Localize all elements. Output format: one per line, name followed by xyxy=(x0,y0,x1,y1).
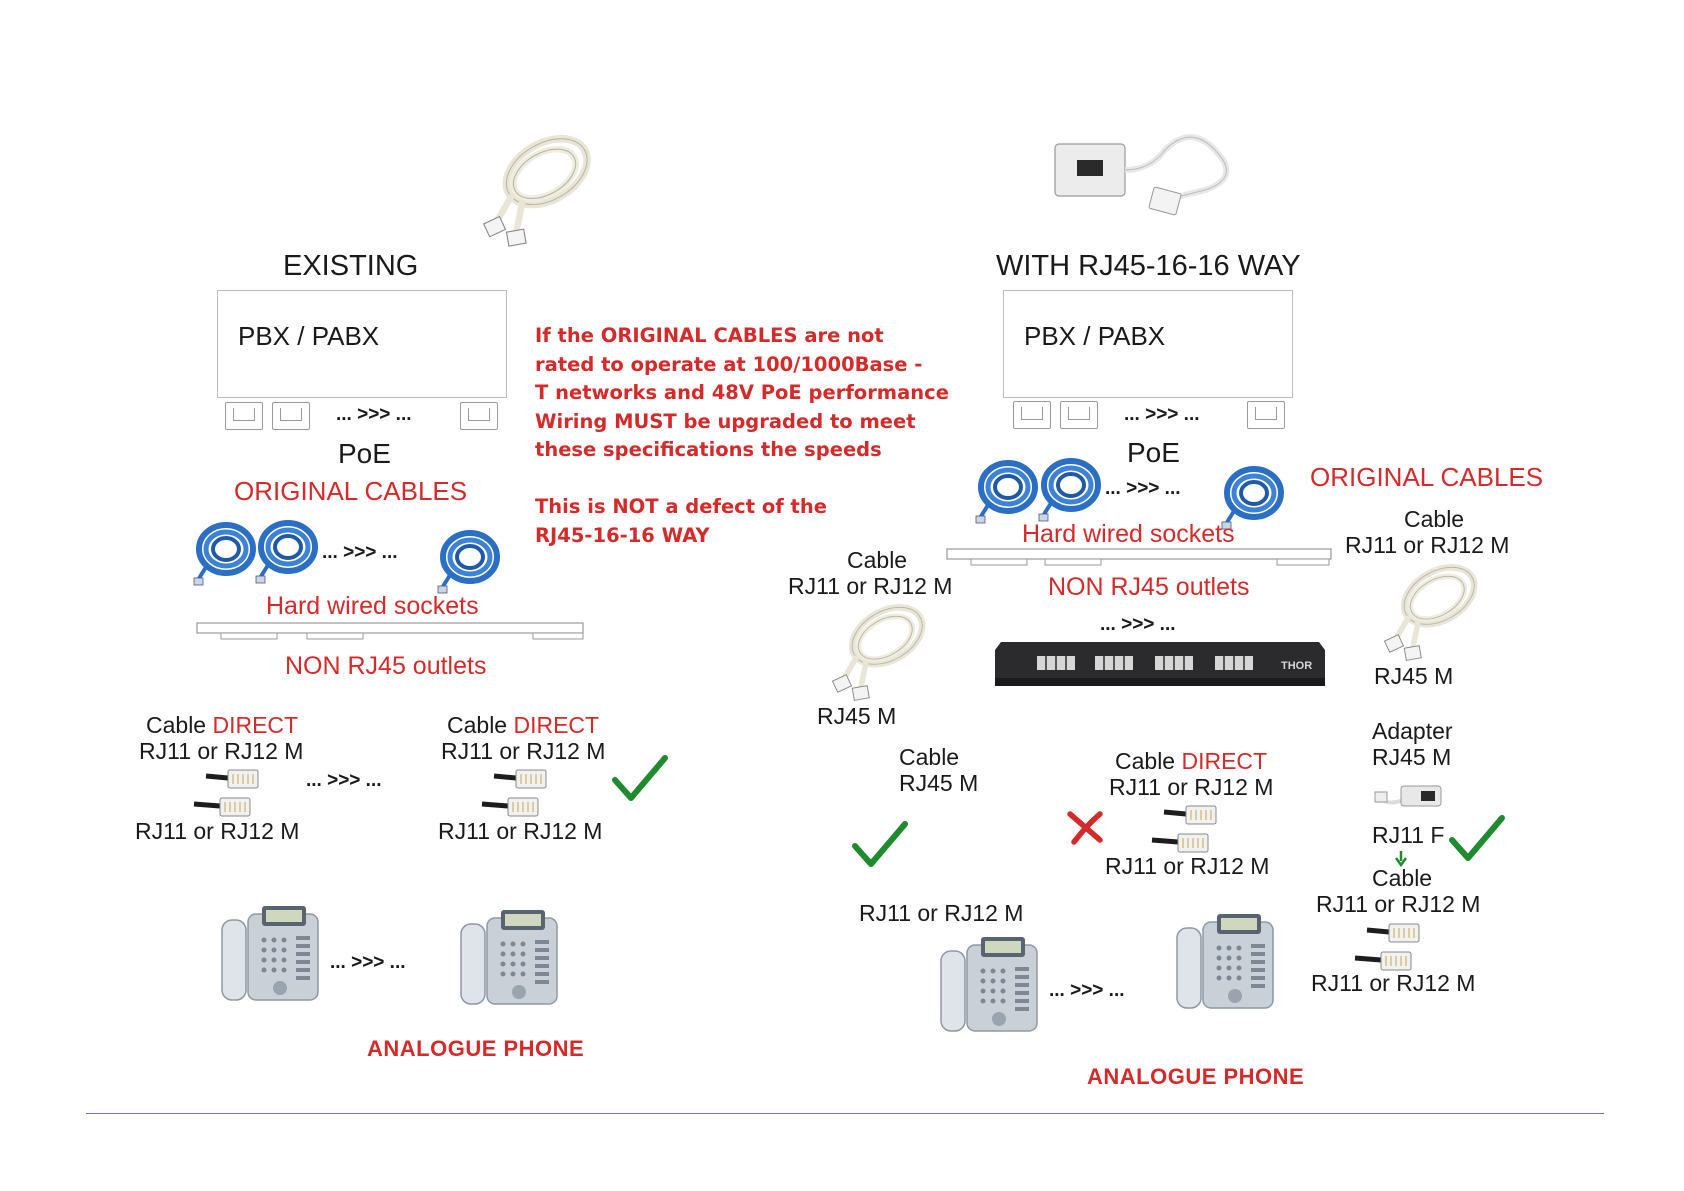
drop-ellipsis: ... >>> ... xyxy=(306,770,382,791)
cable-type-label: RJ11 or RJ12 M xyxy=(441,738,606,764)
panel-ellipsis: ... >>> ... xyxy=(1100,614,1176,635)
existing-heading: EXISTING xyxy=(283,250,419,282)
phone-icon xyxy=(1176,913,1274,1009)
white-cable-icon xyxy=(1372,558,1512,662)
original-cables-label: ORIGINAL CABLES xyxy=(1310,462,1544,492)
blue-cable-icon xyxy=(978,460,1038,524)
cable-type-label: RJ45 M xyxy=(899,770,979,796)
port-icon xyxy=(1013,401,1051,429)
analogue-phone-label: ANALOGUE PHONE xyxy=(367,1036,585,1061)
cable-type-label: RJ11 or RJ12 M xyxy=(788,573,953,599)
cable-direct-label: Cable DIRECT xyxy=(447,712,600,738)
pbx-label: PBX / PABX xyxy=(1024,321,1166,351)
blue-cable-icon xyxy=(1041,458,1101,522)
blue-cable-icon xyxy=(258,520,318,584)
phones-ellipsis: ... >>> ... xyxy=(330,952,406,973)
rj11-f-label: RJ11 F xyxy=(1372,822,1445,848)
footer-rule xyxy=(86,1113,1604,1114)
new-pbx-box: PBX / PABX xyxy=(1003,290,1293,398)
panel-brand: THOR xyxy=(1281,660,1312,672)
cables-ellipsis: ... >>> ... xyxy=(322,542,398,563)
rj11-connectors-icon xyxy=(1367,922,1427,974)
rj11-connectors-icon xyxy=(1164,804,1224,856)
check-icon xyxy=(615,758,667,802)
port-icon xyxy=(272,402,310,430)
non-rj45-outlets-label: NON RJ45 outlets xyxy=(285,652,487,680)
cables-ellipsis: ... >>> ... xyxy=(1105,478,1181,499)
upgrade-warning: If the ORIGINAL CABLES are not rated to … xyxy=(535,324,949,547)
connector-end-label: RJ11 or RJ12 M xyxy=(1105,853,1270,879)
with-rj45-heading: WITH RJ45-16-16 WAY xyxy=(996,250,1301,282)
pbx-label: PBX / PABX xyxy=(238,321,380,351)
phone-icon xyxy=(940,936,1038,1032)
cable-label: Cable xyxy=(847,547,908,573)
port-icon xyxy=(225,402,263,430)
adapter-type-label: RJ45 M xyxy=(1372,744,1452,770)
cross-icon xyxy=(1067,811,1103,845)
port-icon xyxy=(460,402,498,430)
phone-icon xyxy=(221,905,319,1001)
rj11-connectors-icon xyxy=(494,768,554,820)
blue-cable-icon xyxy=(440,530,500,594)
existing-pbx-box: PBX / PABX xyxy=(217,290,507,398)
port-icon xyxy=(1060,401,1098,429)
connector-end-label: RJ11 or RJ12 M xyxy=(135,818,300,844)
rj45-patch-panel: THOR xyxy=(995,642,1325,686)
cable-label: Cable xyxy=(1372,865,1433,891)
check-icon xyxy=(1452,818,1504,862)
adapter-icon xyxy=(1374,785,1442,807)
ports-ellipsis: ... >>> ... xyxy=(1124,404,1200,425)
connector-end-label: RJ45 M xyxy=(817,703,897,729)
original-cables-label: ORIGINAL CABLES xyxy=(234,476,468,506)
hard-wired-sockets-label: Hard wired sockets xyxy=(266,592,479,620)
cable-label: Cable xyxy=(1404,506,1465,532)
white-cable-icon xyxy=(470,128,630,248)
cable-type-label: RJ11 or RJ12 M xyxy=(1345,532,1510,558)
cable-direct-label: Cable DIRECT xyxy=(1115,748,1268,774)
connector-end-label: RJ11 or RJ12 M xyxy=(1311,970,1476,996)
connector-end-label: RJ11 or RJ12 M xyxy=(438,818,603,844)
blue-cable-icon xyxy=(196,522,256,586)
poe-label: PoE xyxy=(1127,437,1180,468)
socket-strip xyxy=(196,622,584,640)
white-cable-icon xyxy=(820,598,960,702)
poe-label: PoE xyxy=(338,438,391,469)
adapter-label: Adapter xyxy=(1372,718,1453,744)
hard-wired-sockets-label: Hard wired sockets xyxy=(1022,520,1235,548)
connector-end-label: RJ11 or RJ12 M xyxy=(859,900,1024,926)
rj11-connectors-icon xyxy=(206,768,266,820)
cable-type-label: RJ11 or RJ12 M xyxy=(139,738,304,764)
phones-ellipsis: ... >>> ... xyxy=(1049,980,1125,1001)
rj45-rj11-adapter-icon xyxy=(1054,134,1230,216)
cable-direct-label: Cable DIRECT xyxy=(146,712,299,738)
port-icon xyxy=(1247,401,1285,429)
analogue-phone-label: ANALOGUE PHONE xyxy=(1087,1064,1305,1089)
cable-type-label: RJ11 or RJ12 M xyxy=(1316,891,1481,917)
ports-ellipsis: ... >>> ... xyxy=(336,404,412,425)
socket-strip xyxy=(946,548,1332,566)
phone-icon xyxy=(460,909,558,1005)
non-rj45-outlets-label: NON RJ45 outlets xyxy=(1048,573,1250,601)
cable-label: Cable xyxy=(899,744,960,770)
cable-type-label: RJ11 or RJ12 M xyxy=(1109,774,1274,800)
connector-end-label: RJ45 M xyxy=(1374,663,1454,689)
check-icon xyxy=(855,824,907,868)
down-arrow-icon xyxy=(1394,851,1408,868)
